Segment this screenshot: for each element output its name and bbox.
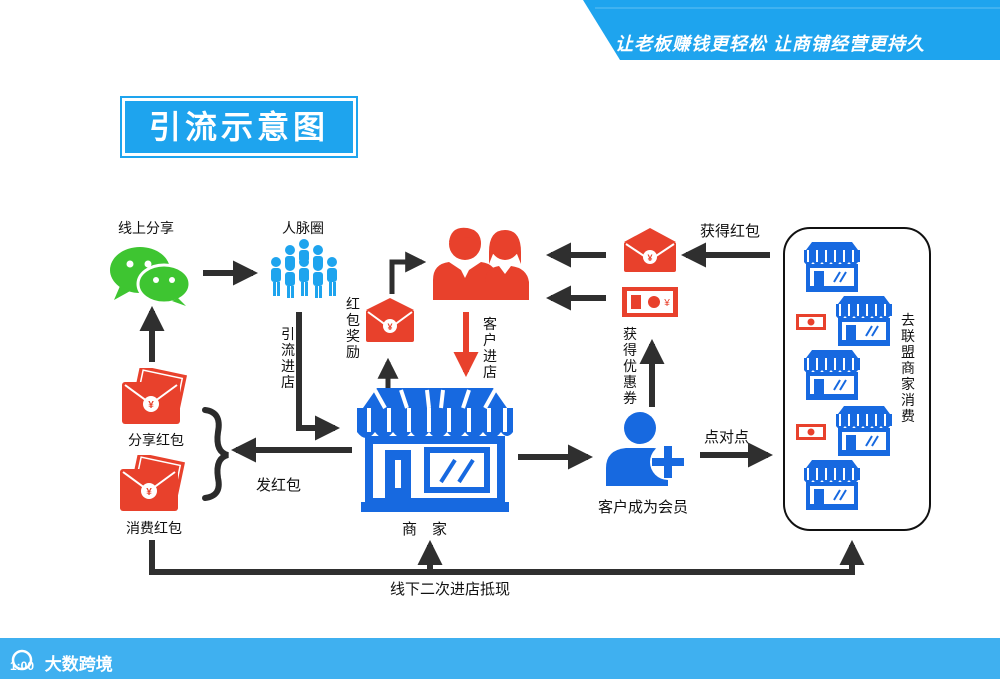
alliance-stores-group xyxy=(796,240,894,512)
merchant-store-icon xyxy=(357,388,513,512)
svg-text:¥: ¥ xyxy=(663,298,670,309)
people-network-icon xyxy=(271,239,337,298)
label-consume-redpacket: 消费红包 xyxy=(126,520,182,536)
share-redpacket-icon: ¥ xyxy=(122,368,188,424)
member-add-icon xyxy=(606,412,686,486)
label-redpacket-reward: 红包奖励 xyxy=(346,296,360,360)
label-become-member: 客户成为会员 xyxy=(598,499,689,516)
svg-text:¥: ¥ xyxy=(647,253,652,263)
label-get-coupon: 获得优惠券 xyxy=(623,326,637,406)
label-offline-cashback: 线下二次进店抵现 xyxy=(390,581,511,598)
footer-brand-name: 大数跨境 xyxy=(44,655,113,674)
get-redpacket-envelope-icon: ¥ xyxy=(624,228,676,272)
wechat-icon xyxy=(110,247,192,306)
svg-text:¥: ¥ xyxy=(148,400,154,411)
svg-text:¥: ¥ xyxy=(387,322,392,332)
page-title: 引流示意图 xyxy=(122,98,356,156)
label-customer-visit: 客户进店 xyxy=(483,316,497,380)
reward-redpacket-icon: ¥ xyxy=(366,298,414,342)
label-point-to-point: 点对点 xyxy=(704,429,750,446)
label-get-redpacket: 获得红包 xyxy=(700,223,761,240)
label-send-redpacket: 发红包 xyxy=(256,477,302,494)
customers-icon xyxy=(433,227,529,300)
svg-text:¥: ¥ xyxy=(146,487,152,498)
footer-brand: 1:00 大数跨境 xyxy=(10,650,113,675)
coupon-icon: ¥ xyxy=(622,287,678,317)
label-attract-visit: 引流进店 xyxy=(281,326,295,390)
label-online-share: 线上分享 xyxy=(118,220,174,236)
footer-logo-text: 1:00 xyxy=(10,659,35,673)
consume-redpacket-icon: ¥ xyxy=(120,455,186,511)
label-share-redpacket: 分享红包 xyxy=(128,432,184,448)
label-merchant: 商 家 xyxy=(402,521,448,538)
label-alliance-spend: 去联盟商家消费 xyxy=(901,312,915,424)
header-slogan: 让老板赚钱更轻松 让商铺经营更持久 xyxy=(615,34,925,54)
label-network: 人脉圈 xyxy=(282,220,324,236)
